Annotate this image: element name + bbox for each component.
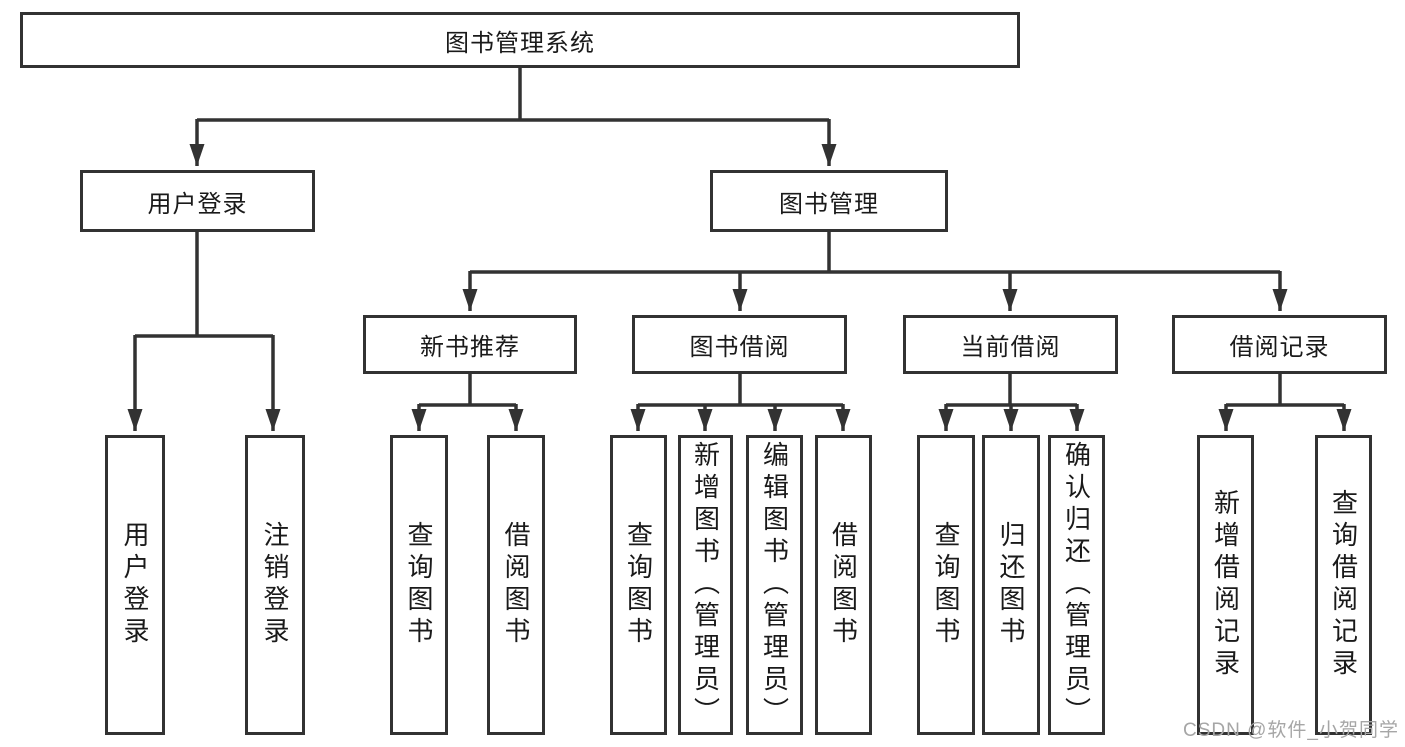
node-book-borrowing: 图书借阅 (632, 315, 847, 374)
leaf-br-query-record: 查询借阅记录 (1315, 435, 1372, 735)
leaf-cb-query-books: 查询图书 (917, 435, 975, 735)
node-book-management: 图书管理 (710, 170, 948, 232)
node-user-login: 用户登录 (80, 170, 315, 232)
node-current-borrowing: 当前借阅 (903, 315, 1118, 374)
leaf-cb-return-books: 归还图书 (982, 435, 1040, 735)
leaf-nbr-borrow-books: 借阅图书 (487, 435, 545, 735)
csdn-watermark: CSDN @软件_小贺同学 (1183, 720, 1399, 741)
leaf-bb-borrow-books: 借阅图书 (815, 435, 872, 735)
leaf-cb-confirm-return-admin: 确认归还（管理员） (1048, 435, 1105, 735)
node-root-library-system: 图书管理系统 (20, 12, 1020, 68)
leaf-user-login: 用户登录 (105, 435, 165, 735)
leaf-bb-query-books: 查询图书 (610, 435, 667, 735)
node-borrow-records: 借阅记录 (1172, 315, 1387, 374)
connector-buses (135, 68, 1344, 407)
node-new-book-recommend: 新书推荐 (363, 315, 577, 374)
leaf-bb-edit-books-admin: 编辑图书（管理员） (746, 435, 803, 735)
leaf-logout: 注销登录 (245, 435, 305, 735)
leaf-nbr-query-books: 查询图书 (390, 435, 448, 735)
leaf-br-add-record: 新增借阅记录 (1197, 435, 1254, 735)
leaf-bb-add-books-admin: 新增图书（管理员） (678, 435, 733, 735)
